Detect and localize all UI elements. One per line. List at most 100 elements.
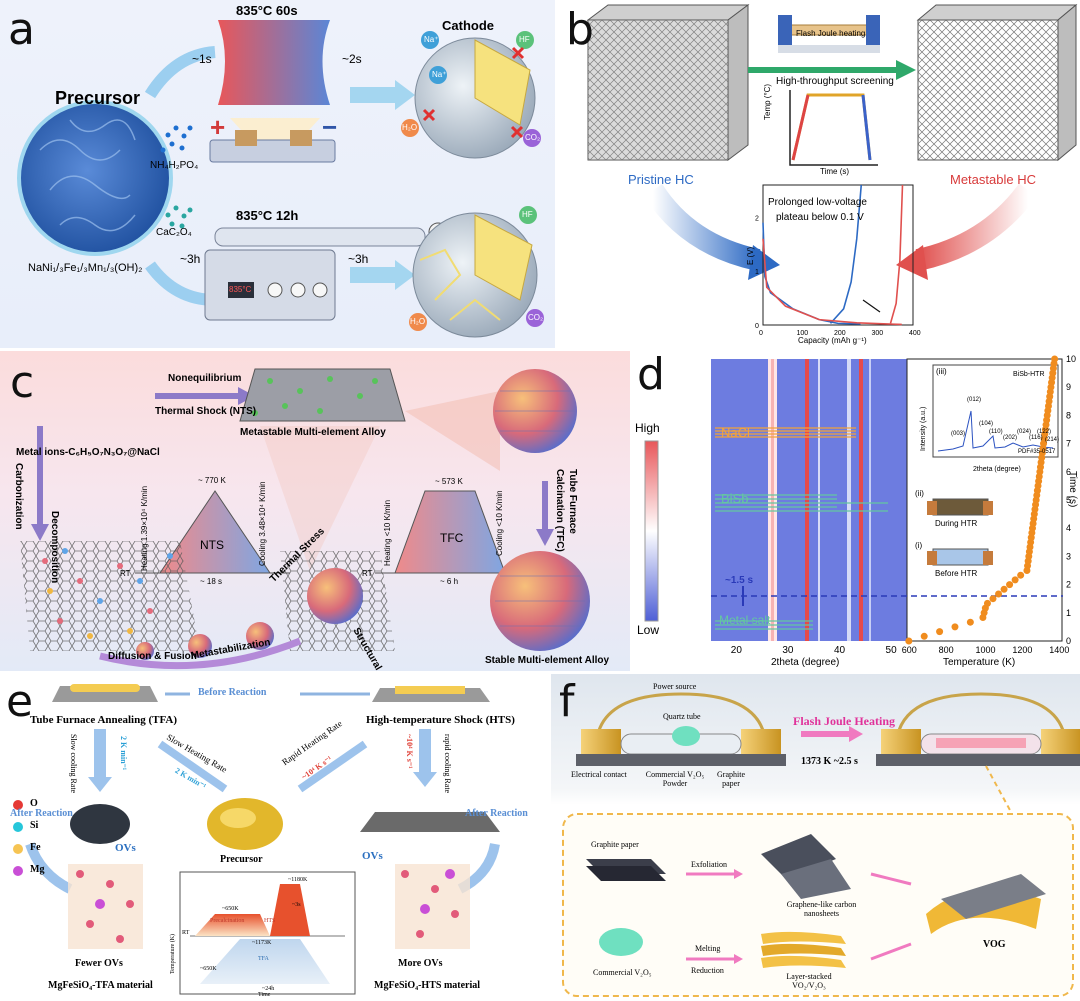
colorbar-low: Low: [637, 623, 660, 637]
panel-c-graphic: [20, 368, 590, 670]
tfc-top: ~ 573 K: [435, 477, 463, 486]
tfc-cooling: Cooling <10 K/min: [495, 490, 504, 556]
metal-ions-label: Metal ions-C₆H₅O₇N₃O₇@NaCl: [16, 447, 160, 458]
inset-e-rt: RT: [182, 930, 190, 936]
d-x-tick: 50: [886, 645, 898, 656]
commercial-powder: Commercial V₂O₅ Powder: [645, 770, 705, 788]
svg-text:−: −: [322, 112, 337, 142]
inset-ii-tag: (ii): [915, 489, 924, 498]
time-right-top: ~2s: [342, 52, 362, 66]
reagent-top: NH₄H₂PO₄: [150, 160, 199, 171]
panel-e: e Tube Furnace Annealing (TFA) Before Re…: [0, 674, 548, 1001]
time-tick: 7: [1066, 439, 1071, 449]
hts-label: High-temperature Shock (HTS): [366, 714, 515, 726]
ovs-right: OVs: [362, 850, 383, 862]
rt-label-tfc: RT: [362, 569, 373, 578]
time-tick: 4: [1066, 523, 1071, 533]
melting: Melting: [695, 944, 721, 953]
inset-peak-214: (214): [1045, 437, 1060, 443]
hts-material: MgFeSiO₄-HTS material: [374, 980, 481, 991]
capacity-y-tick: 0: [755, 323, 759, 330]
cathode-label: Cathode: [442, 18, 494, 33]
temperature-point: [905, 637, 913, 645]
capacity-x-tick: 200: [834, 330, 846, 337]
panel-label-f: f: [559, 676, 575, 727]
inset-e-hts: HTS: [264, 918, 276, 924]
fewer-ovs: Fewer OVs: [75, 958, 123, 969]
rate-2k-left: 2 K min⁻¹: [119, 736, 128, 771]
temp-tick: 800: [939, 645, 954, 655]
bottom-condition: 835°C 12h: [236, 208, 299, 223]
after-left: After Reaction: [10, 808, 73, 819]
panel-f-graphic: [562, 692, 1080, 997]
temperature-point: [1011, 576, 1019, 584]
time-left-bottom: ~3h: [180, 252, 201, 266]
ovs-left: OVs: [115, 842, 136, 854]
time-axis-label: Time (s): [820, 167, 850, 176]
inset-e-precalc: Precalcination: [210, 918, 245, 924]
diffusion-label: Diffusion & Fusion: [108, 651, 197, 662]
temp-axis-label: Temp (°C): [763, 83, 772, 120]
temperature-point: [951, 623, 959, 631]
exfoliation: Exfoliation: [691, 860, 727, 869]
precursor-title: Precursor: [55, 88, 141, 108]
precursor-formula: NaNi₁/₃Fe₁/₃Mn₁/₃(OH)₂: [28, 262, 143, 274]
before-label: Before HTR: [935, 569, 978, 578]
time-tick: 9: [1066, 382, 1071, 392]
panel-c: c Metal ions-C₆H₅O₇N₃O₇@NaCl Decompositi…: [0, 351, 630, 671]
inset-xlabel: 2theta (degree): [973, 466, 1021, 473]
pristine-label: Pristine HC: [628, 172, 694, 187]
nts-top: ~ 770 K: [198, 476, 226, 485]
time-tick: 6: [1066, 467, 1071, 477]
bisb-label: BiSb: [721, 491, 749, 506]
more-ovs: More OVs: [398, 958, 443, 969]
flash-conditions: 1373 K ~2.5 s: [801, 756, 858, 767]
flash-heating: Flash Joule Heating: [793, 714, 896, 728]
inset-peak-104: (104): [979, 421, 994, 427]
inset-peak-202: (202): [1003, 435, 1018, 441]
panel-b-graphic: [586, 3, 1078, 326]
nts-tag: NTS: [200, 538, 224, 552]
temp-tick: 1000: [976, 645, 996, 655]
capacity-x-tick: 400: [909, 330, 921, 337]
inset-title: BiSb-HTR: [1013, 371, 1045, 378]
species-h2o-1: H₂O: [402, 123, 418, 132]
decomposition-label: Decomposition: [49, 511, 60, 584]
temperature-point: [995, 590, 1003, 598]
capacity-y-tick: 1: [755, 269, 759, 276]
capacity-y-label: E (V): [746, 246, 755, 265]
time-tick: 2: [1066, 580, 1071, 590]
pristine-charge-curve: [829, 184, 863, 324]
species-hf-2: HF: [522, 210, 533, 219]
inset-e-tfa: TFA: [258, 956, 269, 962]
d-x-tick: 40: [834, 645, 846, 656]
panel-label-b: b: [566, 4, 594, 55]
during-label: During HTR: [935, 519, 978, 528]
pristine-discharge-curve: [762, 222, 861, 325]
inset-iii-tag: (iii): [936, 367, 947, 376]
carbonization-label: Carbonization: [13, 463, 24, 530]
legend-fe: Fe: [30, 842, 41, 853]
inset-e-3s: ~3s: [292, 902, 301, 908]
time-tick: 0: [1066, 636, 1071, 646]
annotation-line2: plateau below 0.1 V: [776, 212, 864, 223]
inset-e-1173: ~1173K: [252, 940, 272, 946]
panel-label-a: a: [8, 4, 35, 55]
graphite-paper: Graphite paper: [591, 840, 639, 849]
temperature-point: [983, 599, 991, 607]
time-right-bottom: ~3h: [348, 252, 369, 266]
time-tick: 3: [1066, 551, 1071, 561]
temperature-point: [1000, 585, 1008, 593]
power-source: Power source: [653, 682, 697, 691]
inset-e-650-top: ~650K: [222, 906, 239, 912]
inset-peak-122: (122): [1037, 429, 1052, 435]
temperature-point: [1006, 581, 1014, 589]
layer-stacked: Layer-stacked VO₂/V₂O₃: [786, 972, 832, 990]
capacity-x-tick: 0: [759, 330, 763, 337]
rt-label-nts: RT: [120, 569, 131, 578]
time-marker: ~1.5 s: [725, 575, 754, 586]
inset-e-1180: ~1180K: [288, 877, 308, 883]
species-na-2: Na⁺: [432, 70, 447, 79]
